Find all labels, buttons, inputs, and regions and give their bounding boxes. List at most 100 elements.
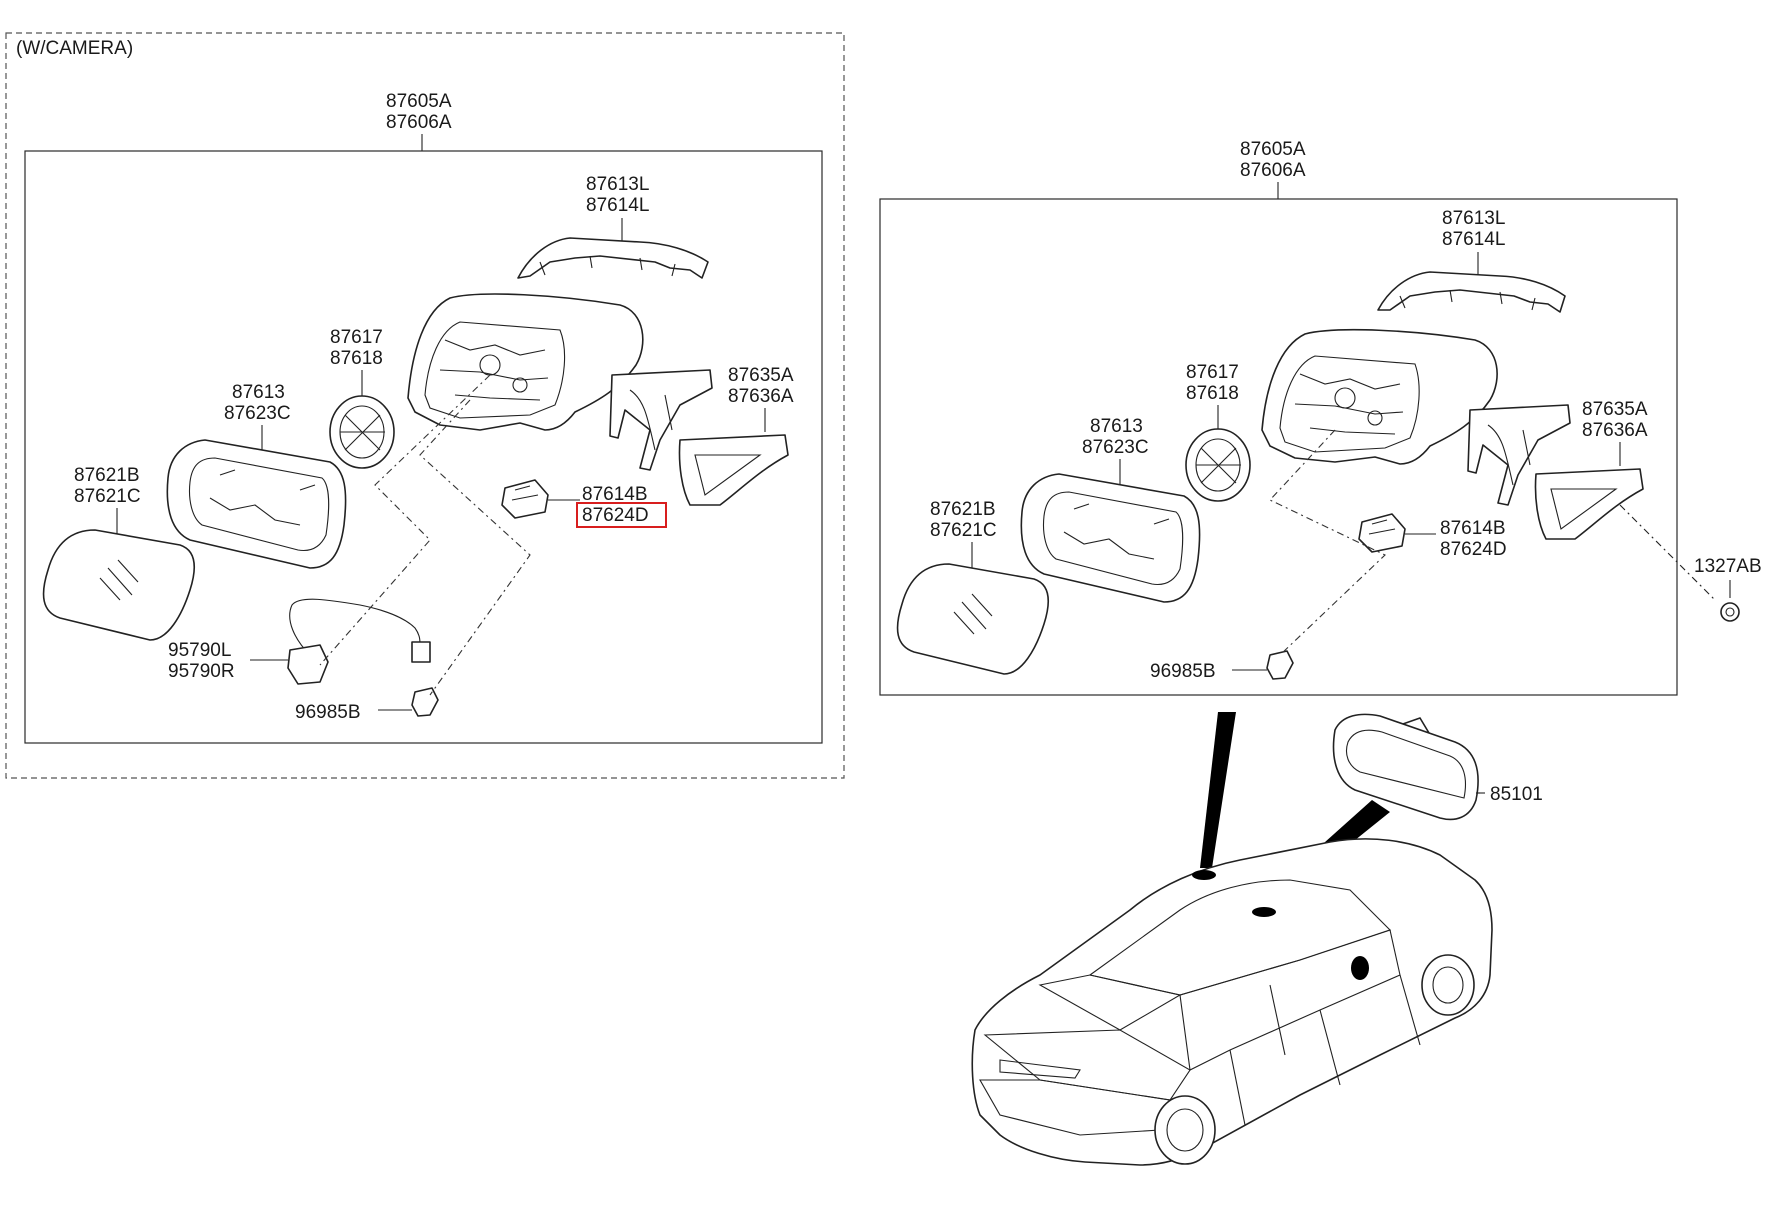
- car-rear-wheel: [1154, 1095, 1216, 1165]
- r-housing-inner: [1279, 355, 1420, 453]
- r-bracket-harness: [1487, 424, 1531, 486]
- camera-variant-title: (W/CAMERA): [16, 38, 133, 59]
- camera-label-2: 95790R: [168, 661, 235, 682]
- r-assembly-frame: [879, 198, 1678, 696]
- actuator-detail: [340, 414, 385, 451]
- car-body: [971, 838, 1493, 1166]
- r-housing-pivot: [1334, 387, 1356, 409]
- r-cap-label-1: 87635A: [1582, 399, 1648, 420]
- cap-label-1: 87635A: [728, 365, 794, 386]
- r-glass-label-2: 87621C: [930, 520, 997, 541]
- assembly-label-2: 87606A: [386, 112, 452, 133]
- routing-line-connector: [419, 399, 531, 696]
- r-actuator-label-2: 87618: [1186, 383, 1239, 404]
- r-housing-detail: [1294, 373, 1404, 435]
- car-taillight: [999, 1059, 1081, 1079]
- r-motor-label-1: 87614B: [1440, 518, 1506, 539]
- camera-harness: [289, 598, 421, 656]
- r-cover-label-2: 87614L: [1442, 229, 1505, 250]
- mirror-holder: [166, 439, 347, 569]
- holder-detail: [209, 469, 316, 526]
- motor-label-2: 87624D: [582, 505, 649, 526]
- mirror-motor: [501, 479, 549, 519]
- routing-line-camera: [319, 374, 491, 666]
- r-mirror-glass: [896, 563, 1050, 675]
- car-rear-hub: [1166, 1108, 1204, 1152]
- camera-unit: [287, 644, 329, 685]
- r-cap-inner: [1550, 488, 1618, 530]
- r-holder-label-2: 87623C: [1082, 437, 1149, 458]
- car-roof-marker: [1192, 870, 1216, 880]
- cap-label-2: 87636A: [728, 386, 794, 407]
- assembly-frame: [24, 150, 823, 744]
- car-inside-mirror-marker: [1252, 907, 1276, 917]
- holder-inner: [188, 457, 330, 552]
- r-assembly-label-1: 87605A: [1240, 139, 1306, 160]
- r-glass-label-1: 87621B: [930, 499, 996, 520]
- holder-label-1: 87613: [232, 382, 285, 403]
- glass-label-2: 87621C: [74, 486, 141, 507]
- r-mirror-cover: [1377, 271, 1566, 313]
- camera-variant-frame: [5, 32, 845, 779]
- r-routing-line: [1269, 429, 1386, 656]
- mirror-cover: [517, 237, 709, 279]
- r-cover-detail: [1399, 289, 1536, 311]
- r-glass-glare: [953, 593, 993, 635]
- inside-mirror-group: 85101: [1332, 713, 1543, 821]
- car-trunk: [983, 1029, 1191, 1101]
- glass-glare: [99, 559, 139, 601]
- r-assembly-label-2: 87606A: [1240, 160, 1306, 181]
- motor-detail: [511, 485, 539, 501]
- bracket-harness: [629, 389, 673, 451]
- r-mirror-motor: [1358, 513, 1406, 553]
- mirror-housing: [407, 293, 644, 431]
- right-panel: 87605A 87606A 87613L 87614L 87617 87618 …: [879, 139, 1762, 696]
- car-front-wheel: [1421, 954, 1475, 1016]
- r-cover-label-1: 87613L: [1442, 208, 1505, 229]
- mirror-cap: [678, 434, 789, 506]
- housing-boss: [512, 377, 528, 393]
- car-illustration: [971, 712, 1493, 1166]
- car-outside-mirror-marker: [1351, 956, 1369, 980]
- r-mirror-housing: [1261, 328, 1498, 465]
- actuator-label-1: 87617: [330, 327, 383, 348]
- holder-label-2: 87623C: [224, 403, 291, 424]
- connector-label: 96985B: [295, 702, 361, 723]
- r-actuator-detail: [1196, 447, 1241, 484]
- r-mirror-holder: [1020, 473, 1201, 603]
- r-connector-clip: [1266, 650, 1294, 680]
- car-b-pillar: [1269, 984, 1286, 1056]
- car-side-windows: [1179, 929, 1401, 1071]
- r-nut-hole: [1725, 607, 1735, 617]
- highlight-box: [576, 502, 667, 528]
- r-holder-label-1: 87613: [1090, 416, 1143, 437]
- inside-mirror: [1332, 713, 1479, 821]
- cover-label-2: 87614L: [586, 195, 649, 216]
- r-nut: [1720, 602, 1740, 622]
- pointer-to-outside-mirror: [1200, 712, 1236, 868]
- cap-inner: [694, 454, 762, 496]
- car-roof: [1088, 879, 1392, 996]
- assembly-label-1: 87605A: [386, 91, 452, 112]
- r-nut-dash: [1619, 504, 1716, 601]
- camera-connector: [411, 641, 431, 663]
- housing-inner: [424, 321, 566, 419]
- housing-detail: [439, 339, 549, 401]
- r-actuator-label-1: 87617: [1186, 362, 1239, 383]
- r-connector-label: 96985B: [1150, 661, 1216, 682]
- r-nut-label: 1327AB: [1694, 556, 1762, 577]
- car-front-hub: [1432, 966, 1464, 1004]
- r-motor-label-2: 87624D: [1440, 539, 1507, 560]
- car-door-lines: [1229, 974, 1421, 1126]
- cover-detail: [539, 255, 676, 277]
- r-holder-detail: [1063, 503, 1170, 560]
- mirror-glass: [42, 529, 196, 641]
- glass-label-1: 87621B: [74, 465, 140, 486]
- r-holder-inner: [1042, 491, 1184, 586]
- r-cap-label-2: 87636A: [1582, 420, 1648, 441]
- cover-label-1: 87613L: [586, 174, 649, 195]
- motor-label-1: 87614B: [582, 484, 648, 505]
- inside-mirror-label: 85101: [1490, 784, 1543, 805]
- left-panel: (W/CAMERA) 87605A 87606A 87613L 87614L 8…: [5, 32, 845, 779]
